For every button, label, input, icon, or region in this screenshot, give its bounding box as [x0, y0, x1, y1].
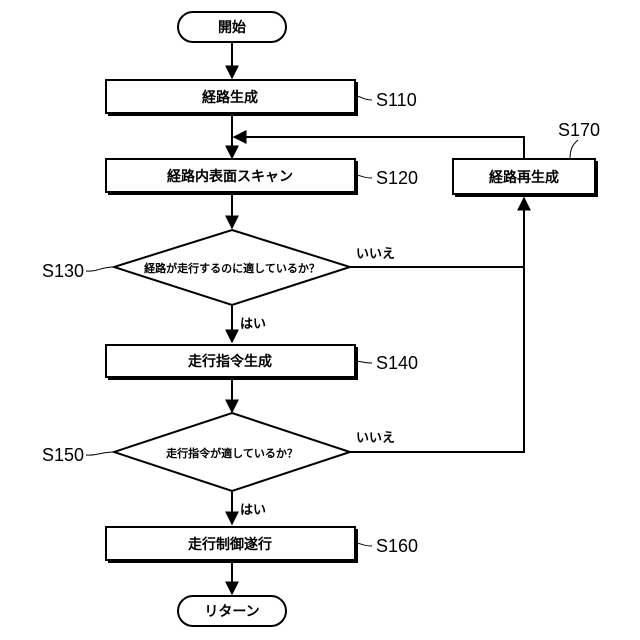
s170-label: 経路再生成 [489, 169, 559, 186]
end-label: リターン [204, 604, 259, 620]
end-terminal: リターン [178, 596, 286, 626]
s150-no-label: いいえ [356, 431, 395, 446]
s160-label: 走行制御遂行 [188, 536, 272, 553]
s130-step-label: S130 [42, 261, 84, 281]
s130-yes-label: はい [240, 317, 266, 332]
s120-label: 経路内表面スキャン [167, 168, 293, 185]
s150-leader [86, 452, 114, 455]
process-s140: 走行指令生成 [106, 345, 358, 380]
s120-step-label: S120 [376, 168, 418, 188]
process-s170: 経路再生成 [453, 159, 598, 197]
start-terminal: 開始 [178, 12, 286, 42]
line-s150-no-to-s170 [350, 198, 524, 452]
process-s120: 経路内表面スキャン [106, 159, 358, 195]
s170-step-label: S170 [558, 120, 600, 140]
s110-step-label: S110 [376, 90, 417, 110]
decision-s130: 経路が走行するのに適しているか？ [114, 230, 350, 305]
s140-step-label: S140 [376, 353, 418, 373]
s130-no-label: いいえ [356, 247, 395, 262]
decision-s150: 走行指令が適しているか？ [114, 413, 350, 491]
s110-label: 経路生成 [202, 89, 258, 106]
line-s170-loop-back [234, 137, 524, 158]
s130-label: 経路が走行するのに適しているか？ [144, 261, 320, 275]
s170-leader [570, 140, 578, 159]
s140-label: 走行指令生成 [188, 353, 272, 370]
s150-yes-label: はい [240, 503, 266, 518]
s130-leader [86, 267, 114, 271]
process-s110: 経路生成 [106, 80, 358, 116]
s150-step-label: S150 [42, 445, 84, 465]
s150-label: 走行指令が適しているか？ [165, 446, 298, 460]
process-s160: 走行制御遂行 [106, 527, 358, 563]
start-label: 開始 [218, 19, 246, 36]
connectors [232, 42, 524, 594]
s160-step-label: S160 [376, 536, 418, 556]
